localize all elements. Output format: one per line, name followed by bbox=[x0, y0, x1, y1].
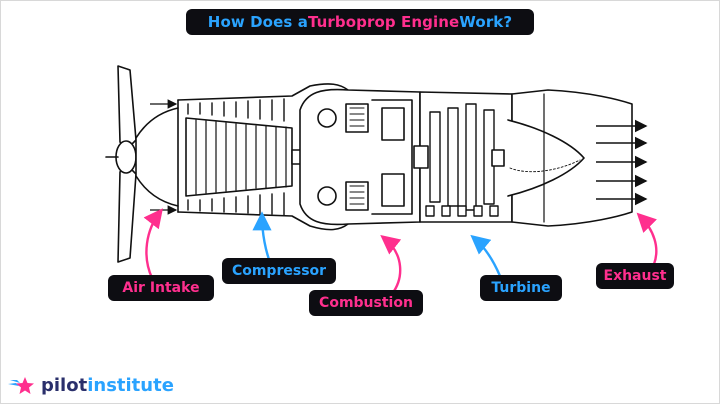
title-part-1: How Does a bbox=[207, 13, 308, 31]
turbine-stages bbox=[425, 103, 499, 217]
turbine-pointer bbox=[470, 234, 502, 278]
exhaust-cone bbox=[507, 119, 585, 197]
logo-text-pilot: pilot bbox=[41, 374, 88, 396]
label-exhaust: Exhaust bbox=[596, 263, 674, 289]
star-wings-icon bbox=[8, 377, 34, 394]
label-combustion: Combustion bbox=[309, 290, 423, 316]
nacelle-front bbox=[135, 107, 179, 207]
label-turbine: Turbine bbox=[480, 275, 562, 301]
exhaust-flow-arrows bbox=[596, 119, 648, 206]
title-part-3: Work? bbox=[459, 13, 513, 31]
compressor-pointer bbox=[252, 211, 272, 264]
pilot-institute-logo: pilotinstitute bbox=[8, 372, 174, 398]
logo-text-institute: institute bbox=[87, 374, 174, 396]
propeller-blade-bottom bbox=[117, 163, 137, 263]
label-compressor: Compressor bbox=[222, 258, 336, 284]
diagram-title: How Does a Turboprop Engine Work? bbox=[186, 9, 534, 35]
exhaust-pointer bbox=[636, 212, 658, 266]
combustion-pointer bbox=[380, 234, 402, 296]
compressor-stages bbox=[195, 119, 287, 195]
title-part-2: Turboprop Engine bbox=[307, 13, 460, 31]
propeller-hub bbox=[115, 140, 137, 174]
air-intake-pointer bbox=[143, 208, 163, 280]
label-air-intake: Air Intake bbox=[108, 275, 214, 301]
propeller-blade-top bbox=[117, 65, 137, 151]
